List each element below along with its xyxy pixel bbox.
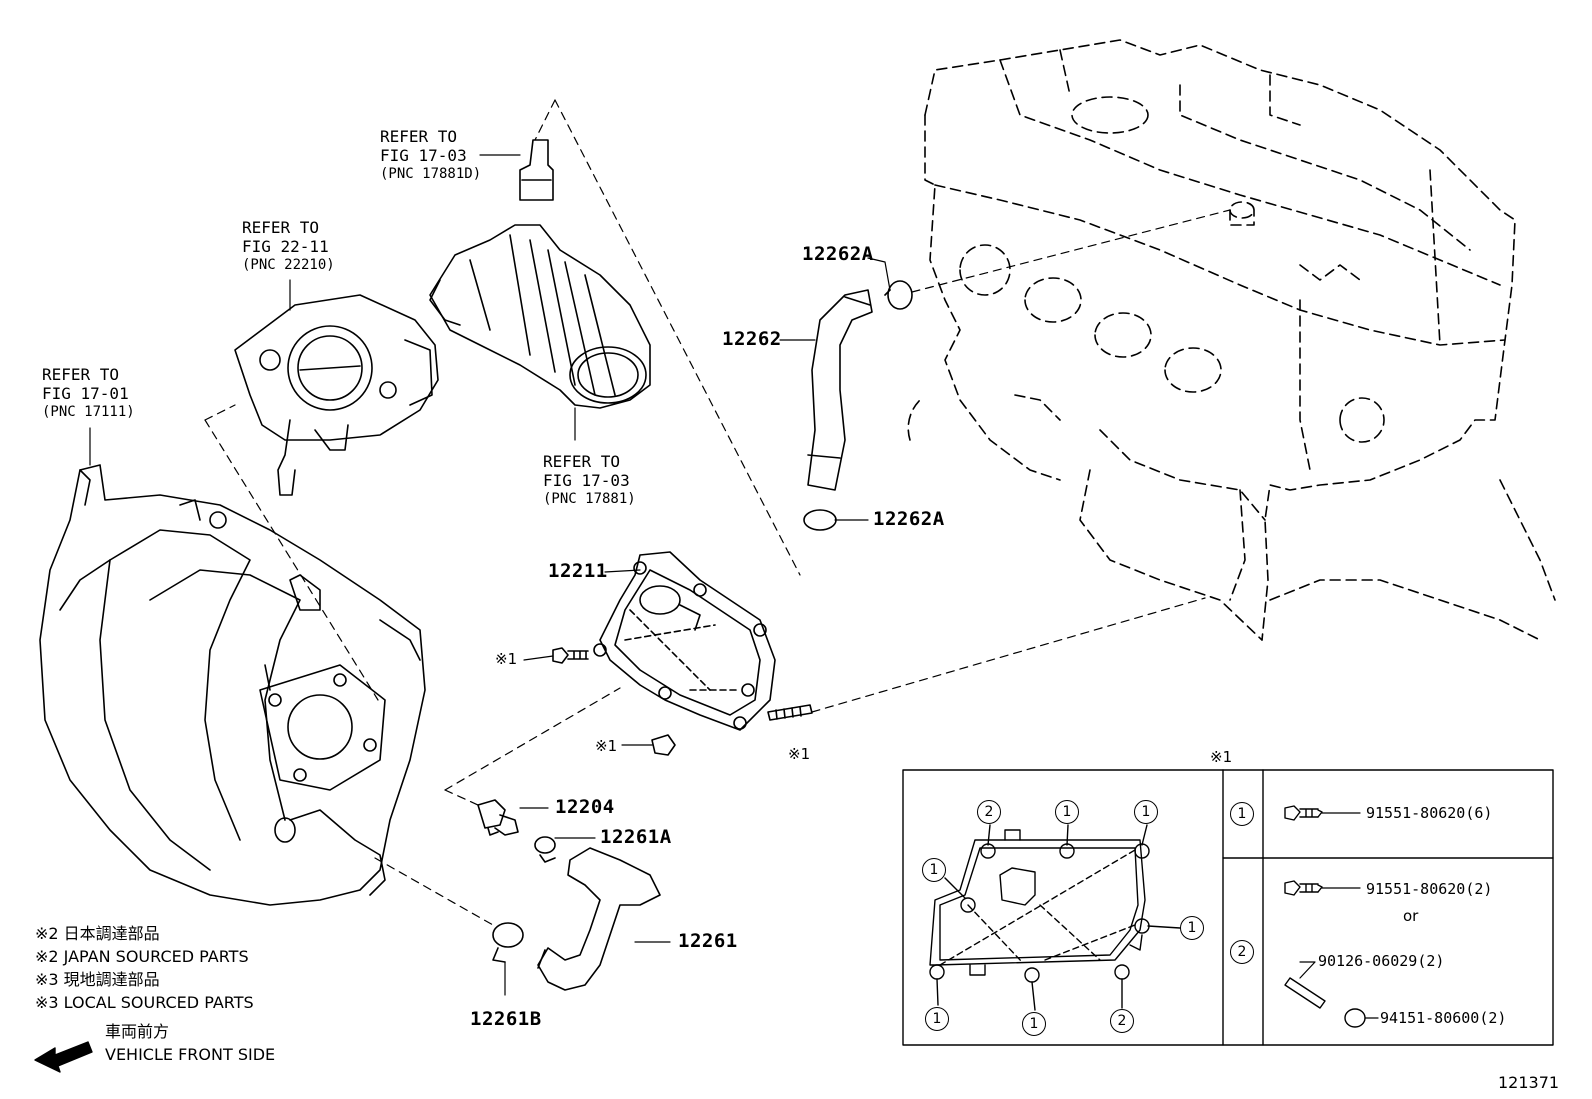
- figure-number: 121371: [1498, 1073, 1560, 1092]
- gasket-pos-3: 1: [1134, 800, 1158, 824]
- ref-17111-line2: FIG 17-01: [42, 384, 129, 403]
- intake-manifold: [39, 464, 426, 906]
- table-row1-index: 1: [1230, 802, 1254, 826]
- water-hose-12262: [803, 280, 913, 531]
- legend-vehicle-front-en: VEHICLE FRONT SIDE: [105, 1045, 276, 1064]
- ref-label-17881: REFER TO FIG 17-03 (PNC 17881): [543, 452, 636, 509]
- outlet-cover-12211: [593, 551, 776, 731]
- gasket-pos-7: 1: [1022, 1012, 1046, 1036]
- gasket-pos-4: 1: [922, 858, 946, 882]
- mark-1-lower-bolt: ※1: [595, 737, 618, 755]
- part-label-12262a-bottom: 12262A: [873, 508, 945, 530]
- hose-12261: [492, 836, 661, 991]
- leader-lines: [89, 154, 891, 996]
- legend-vehicle-front-jp: 車両前方: [105, 1022, 170, 1041]
- bolts: [552, 647, 813, 756]
- part-label-12261: 12261: [678, 930, 738, 952]
- ref-17111-line1: REFER TO: [42, 365, 120, 384]
- gasket-pos-5: 1: [1180, 916, 1204, 940]
- ref-17881-line2: FIG 17-03: [543, 471, 630, 490]
- gasket-pos-2: 1: [1055, 800, 1079, 824]
- table-row2-part-a: 91551-80620(2): [1366, 880, 1493, 898]
- ref-17881-line1: REFER TO: [543, 452, 621, 471]
- pcv-valve-12204: [477, 799, 519, 836]
- legend-local-sourced-en: ※3 LOCAL SOURCED PARTS: [35, 993, 254, 1012]
- mark-1-left-bolt: ※1: [495, 650, 518, 668]
- mark-1-stud: ※1: [788, 745, 811, 763]
- ref-17881d-line2: FIG 17-03: [380, 146, 467, 165]
- part-label-12262a-top: 12262A: [802, 243, 874, 265]
- intake-hose: [429, 224, 651, 409]
- fastener-table: [902, 769, 1554, 1046]
- gasket-pos-6: 1: [925, 1007, 949, 1031]
- ref-17881-line3: (PNC 17881): [543, 491, 636, 507]
- ref-22210-line3: (PNC 22210): [242, 257, 335, 273]
- ref-label-22210: REFER TO FIG 22-11 (PNC 22210): [242, 218, 335, 275]
- alignment-lines: [204, 99, 1231, 926]
- ref-17111-line3: (PNC 17111): [42, 404, 135, 420]
- legend-local-sourced-jp: ※3 現地調達部品: [35, 970, 160, 989]
- pcv-joint: [519, 139, 554, 201]
- ref-22210-line1: REFER TO: [242, 218, 320, 237]
- ref-17881d-line1: REFER TO: [380, 127, 458, 146]
- legend-japan-sourced-jp: ※2 日本調達部品: [35, 924, 160, 943]
- gasket-pos-8: 2: [1110, 1009, 1134, 1033]
- ref-label-17881d: REFER TO FIG 17-03 (PNC 17881D): [380, 127, 481, 184]
- table-row2-or: or: [1403, 907, 1419, 925]
- gasket-pos-1: 2: [977, 800, 1001, 824]
- part-label-12262: 12262: [722, 328, 782, 350]
- table-row1-part: 91551-80620(6): [1366, 804, 1493, 822]
- part-label-12204: 12204: [555, 796, 615, 818]
- table-row2-index: 2: [1230, 940, 1254, 964]
- ref-22210-line2: FIG 22-11: [242, 237, 329, 256]
- ref-label-17111: REFER TO FIG 17-01 (PNC 17111): [42, 365, 135, 422]
- throttle-body: [234, 294, 439, 496]
- legend-japan-sourced-en: ※2 JAPAN SOURCED PARTS: [35, 947, 249, 966]
- ref-17881d-line3: (PNC 17881D): [380, 166, 482, 182]
- table-row2-part-c: 94151-80600(2): [1380, 1009, 1507, 1027]
- vehicle-front-arrow: [34, 1041, 93, 1073]
- table-row2-part-b: 90126-06029(2): [1318, 952, 1445, 970]
- engine-block: [907, 39, 1556, 641]
- part-label-12261b: 12261B: [470, 1008, 542, 1030]
- part-label-12211: 12211: [548, 560, 608, 582]
- mark-1-table: ※1: [1210, 748, 1233, 766]
- part-label-12261a: 12261A: [600, 826, 672, 848]
